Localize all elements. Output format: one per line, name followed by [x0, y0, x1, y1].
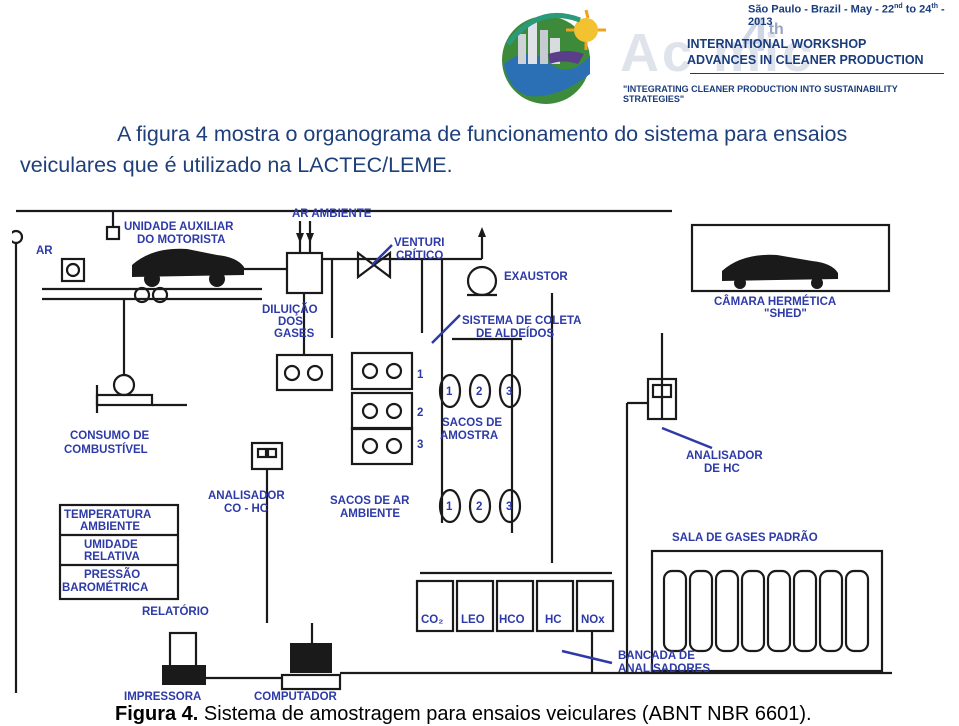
sacos-ar-label-2: AMBIENTE [340, 508, 400, 520]
analyzer-co2: CO₂ [421, 614, 443, 626]
dilution-sampler-box [275, 353, 334, 392]
header-workshop-title: INTERNATIONAL WORKSHOP [687, 37, 867, 51]
venturi-label-2: CRÍTICO [396, 249, 443, 262]
sistema-coleta-label-1: SISTEMA DE COLETA [462, 315, 581, 327]
venturi-valve-icon [356, 250, 392, 280]
sample-bag-1 [438, 373, 462, 409]
diluicao-label-1: DILUIÇÃO [262, 303, 318, 316]
analyzer-bench [415, 571, 615, 673]
impressora-label: IMPRESSORA [124, 691, 201, 703]
computador-label: COMPUTADOR [254, 691, 338, 703]
dilution-tunnel-icon [285, 221, 482, 355]
analyzer-hc: HC [545, 614, 562, 626]
exhaust-blower-icon [466, 227, 498, 297]
exaustor-label: EXAUSTOR [504, 271, 568, 283]
ambient-bag-3 [498, 488, 522, 524]
shed-chamber-icon [690, 223, 891, 293]
intro-line-1: A figura 4 mostra o organograma de funci… [117, 122, 848, 146]
venturi-label-1: VENTURI [394, 237, 444, 249]
ambient-bag-num-2: 2 [476, 501, 482, 513]
fan-icon [60, 257, 86, 283]
analisador-cohc-label-1: ANALISADOR [208, 490, 285, 502]
computer-icon [280, 643, 342, 691]
temperatura-label-2: AMBIENTE [80, 521, 140, 533]
unidade-auxiliar-label-2: DO MOTORISTA [137, 234, 225, 246]
relatorio-label: RELATÓRIO [142, 605, 209, 618]
header-edition-number: 4th [742, 9, 784, 62]
aldehyde-pointer [431, 314, 461, 344]
ambient-bag-1 [438, 488, 462, 524]
hc-analyzer-icon [625, 333, 678, 673]
standard-gas-cylinders [650, 549, 884, 673]
bancada-label-2: ANALISADORES [618, 663, 710, 675]
environment-data-panel [58, 503, 180, 601]
sacos-ar-label-1: SACOS DE AR [330, 495, 410, 507]
header-workshop-subtitle: ADVANCES IN CLEANER PRODUCTION [687, 53, 924, 67]
ambient-bag-num-1: 1 [446, 501, 453, 513]
camara-label-1: CÂMARA HERMÉTICA [714, 295, 836, 308]
ar-ambiente-label: AR AMBIENTE [292, 208, 372, 220]
temperatura-label-1: TEMPERATURA [64, 509, 151, 521]
camara-label-2: "SHED" [764, 308, 807, 320]
umidade-label-2: RELATIVA [84, 551, 140, 563]
intro-line-2: veiculares que é utilizado na LACTEC/LEM… [20, 153, 453, 177]
umidade-label-1: UMIDADE [84, 539, 138, 551]
consumo-label-2: COMBUSTÍVEL [64, 443, 148, 456]
header-date: São Paulo - Brazil - May - 22nd to 24th … [748, 3, 945, 28]
aldehyde-num-3: 3 [417, 439, 423, 451]
sacos-amostra-label-1: SACOS DE [442, 417, 502, 429]
diluicao-label-2: DOS [278, 316, 303, 328]
analyzer-nox: NOx [581, 614, 605, 626]
dynamometer-car-icon [42, 248, 262, 304]
ar-label: AR [36, 245, 53, 257]
pressao-label-1: PRESSÃO [84, 568, 140, 581]
sample-bag-3 [498, 373, 522, 409]
hc-pointer [661, 426, 713, 450]
venturi-pointer [371, 244, 393, 266]
fuel-scale-icon [95, 299, 187, 413]
globe-logo-icon [502, 9, 606, 104]
ambient-bag-2 [468, 488, 492, 524]
conference-header: Ac mic 4th São Paulo - Brazil - May - 22… [0, 0, 959, 110]
analisador-cohc-label-2: CO - HC [224, 503, 268, 515]
bag-num-2: 2 [476, 386, 482, 398]
analisador-hc-label-2: DE HC [704, 463, 740, 475]
pressao-label-2: BAROMÉTRICA [62, 581, 148, 594]
analyzer-hco: HCO [499, 614, 525, 626]
sacos-amostra-label-2: AMOSTRA [440, 430, 498, 442]
aldehyde-num-2: 2 [417, 407, 423, 419]
bag-num-1: 1 [446, 386, 453, 398]
sala-gases-label: SALA DE GASES PADRÃO [672, 531, 818, 544]
vehicle-test-flow-diagram: 1 2 3 1 2 3 1 2 3 [12, 203, 905, 705]
analisador-hc-label-1: ANALISADOR [686, 450, 763, 462]
co-hc-analyzer-icon [250, 441, 284, 623]
consumo-label-1: CONSUMO DE [70, 430, 150, 442]
header-divider [690, 73, 944, 74]
aldehyde-num-1: 1 [417, 369, 424, 381]
figure-caption: Figura 4. Sistema de amostragem para ens… [115, 703, 812, 726]
aldehyde-sampler-1 [350, 351, 414, 391]
caption-label: Figura 4. [115, 703, 199, 725]
header-tagline: "INTEGRATING CLEANER PRODUCTION INTO SUS… [623, 84, 898, 104]
ambient-bag-num-3: 3 [506, 501, 512, 513]
sample-bag-2 [468, 373, 492, 409]
analyzer-leo: LEO [461, 614, 485, 626]
sistema-coleta-label-2: DE ALDEÍDOS [476, 327, 554, 340]
bancada-label-1: BANCADA DE [618, 650, 695, 662]
caption-text: Sistema de amostragem para ensaios veicu… [198, 703, 812, 725]
aldehyde-sampler-3 [350, 426, 414, 466]
diluicao-label-3: GASES [274, 328, 315, 340]
bench-pointer [561, 649, 613, 665]
unidade-auxiliar-label-1: UNIDADE AUXILIAR [124, 221, 234, 233]
bag-num-3: 3 [506, 386, 512, 398]
intro-paragraph: A figura 4 mostra o organograma de funci… [20, 119, 920, 181]
printer-icon [162, 631, 206, 685]
